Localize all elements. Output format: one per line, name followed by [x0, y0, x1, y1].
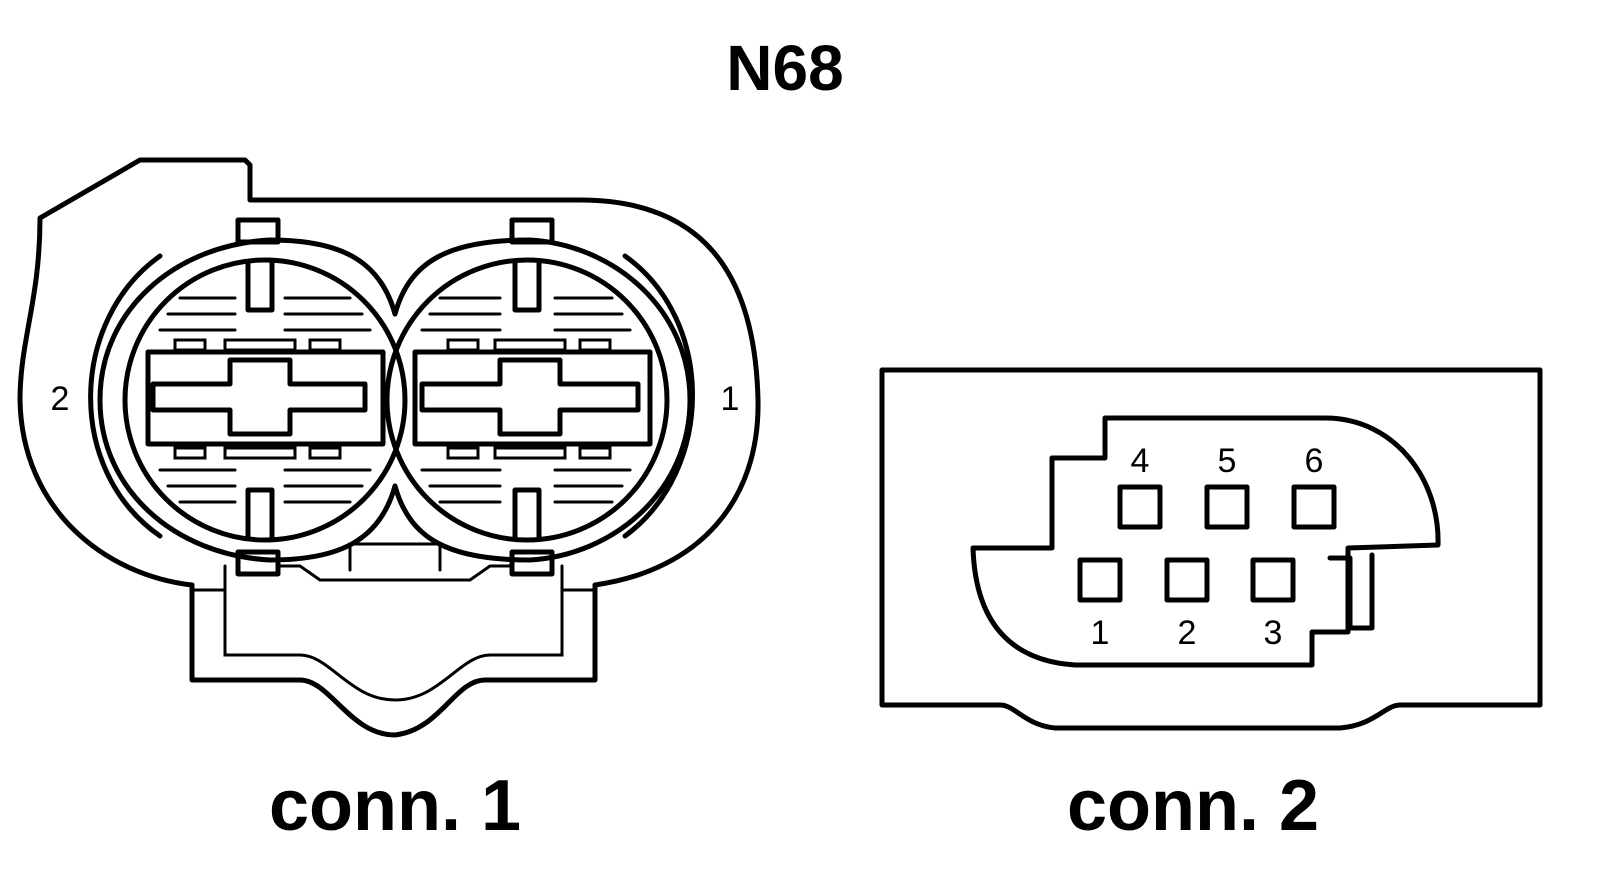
connector-2-housing [879, 367, 1543, 731]
connector-1-bottom-tab-right [509, 549, 555, 577]
connector-2-label: conn. 2 [1067, 766, 1319, 846]
connector-2-key-slot [1327, 552, 1375, 631]
connector-2-pin-label-2: 2 [1178, 614, 1197, 652]
connector-2-pin-6 [1291, 484, 1337, 530]
connector-1: 2 1 conn. 1 [17, 157, 761, 846]
connector-2-pin-4 [1117, 484, 1163, 530]
connector-1-left-arc [88, 253, 163, 539]
connector-2-pin-1 [1077, 557, 1123, 603]
connector-2-pin-label-6: 6 [1305, 442, 1324, 480]
connector-2-face [970, 415, 1441, 668]
connector-2-pin-5 [1204, 484, 1250, 530]
connector-2-pin-label-1: 1 [1091, 614, 1110, 652]
connector-2-pin-2 [1164, 557, 1210, 603]
connector-1-cavity-1 [384, 237, 693, 563]
connector-1-bottom-key [348, 542, 442, 572]
connector-1-housing [17, 157, 761, 738]
diagram-title: N68 [726, 32, 843, 104]
connector-1-pin-label-1: 1 [721, 380, 740, 418]
connector-2-pin-label-3: 3 [1264, 614, 1283, 652]
connector-2: 4 5 6 1 2 3 conn. 2 [879, 367, 1543, 846]
connector-1-bottom-latch [276, 564, 514, 582]
connector-1-bottom-tab-left [235, 549, 281, 577]
connector-1-pin-label-2: 2 [51, 380, 70, 418]
connector-2-pin-3 [1250, 557, 1296, 603]
connector-2-pin-label-5: 5 [1218, 442, 1237, 480]
connector-1-label: conn. 1 [269, 766, 521, 846]
connector-1-cavity-2 [97, 237, 408, 563]
connector-1-lower-frame [190, 564, 597, 702]
connector-1-right-arc [622, 253, 695, 539]
connector-2-pin-label-4: 4 [1131, 442, 1150, 480]
